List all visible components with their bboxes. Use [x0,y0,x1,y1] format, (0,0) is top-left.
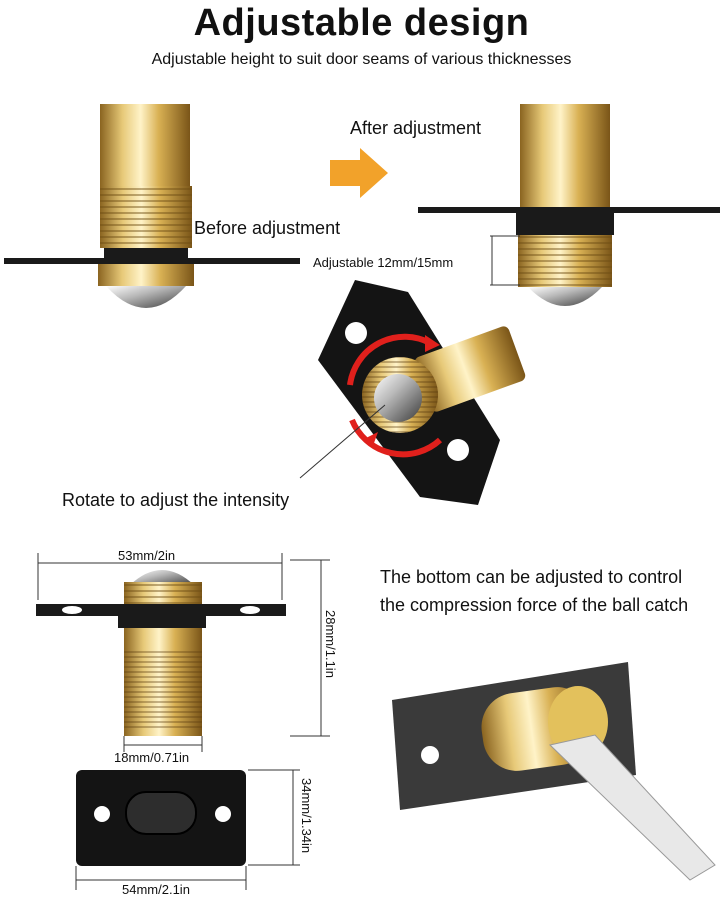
screwdriver-adjustment-illustration [392,662,716,881]
rotate-label: Rotate to adjust the intensity [62,490,290,510]
dim-strike-height: 34mm/1.34in [299,778,314,854]
arrow-right-icon [330,148,388,198]
adjustable-range-bracket [490,235,520,286]
rotate-catch-illustration [299,280,526,505]
dimension-catch-side-view [36,570,286,736]
dim-strike-length: 54mm/2.1in [122,882,190,897]
dim-plate-length: 53mm/2in [118,548,176,563]
dim-height: 28mm/1.1in [323,610,338,678]
dim-diameter: 18mm/0.71in [114,750,190,765]
before-adjustment-label: Before adjustment [194,218,341,238]
after-adjustment-label: After adjustment [350,118,482,138]
page-title: Adjustable design [193,2,530,44]
dimension-lines [37,553,330,890]
catch-after-adjustment [418,104,720,306]
adjustable-range-label: Adjustable 12mm/15mm [313,255,454,270]
bottom-adjust-note: The bottom can be adjusted to control th… [380,567,689,615]
strike-plate [76,770,246,866]
catch-before-adjustment [4,104,300,308]
page-subtitle: Adjustable height to suit door seams of … [151,51,572,68]
